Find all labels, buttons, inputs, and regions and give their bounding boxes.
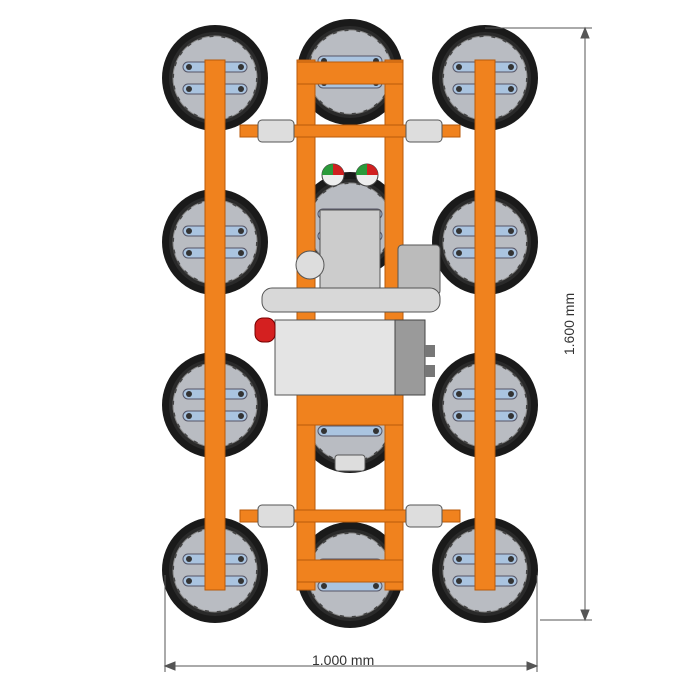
height-dimension-label: 1.600 mm [561,292,578,356]
vacuum-gauges [321,163,379,187]
dimension-lines [163,26,592,672]
control-unit [254,209,441,396]
width-dimension-label: 1.000 mm [312,652,375,668]
pivot-joints [257,119,443,528]
